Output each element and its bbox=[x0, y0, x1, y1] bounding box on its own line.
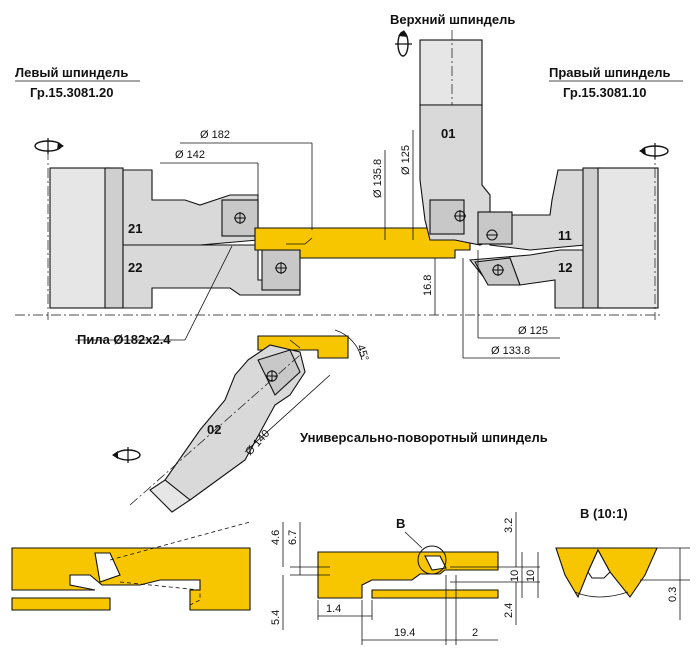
universal-rotation-icon bbox=[112, 447, 141, 463]
dim-4-6: 4.6 bbox=[270, 522, 284, 567]
svg-text:19.4: 19.4 bbox=[394, 627, 415, 639]
tool-11-number: 11 bbox=[558, 228, 572, 243]
universal-workpiece bbox=[257, 335, 349, 359]
svg-text:Ø 135.8: Ø 135.8 bbox=[372, 159, 384, 198]
tool-11: 11 bbox=[477, 169, 586, 251]
dim-10a: 10 bbox=[509, 552, 523, 598]
dim-1-4: 1.4 bbox=[317, 600, 373, 620]
saw-callout: Пила Ø182x2.4 bbox=[75, 245, 233, 347]
dim-d16-8: 16.8 bbox=[422, 258, 436, 315]
svg-text:Ø 125: Ø 125 bbox=[400, 145, 412, 175]
top-spindle-label: Верхний шпиндель bbox=[390, 12, 515, 27]
svg-text:4.6: 4.6 bbox=[270, 530, 282, 545]
detail-title: B (10:1) bbox=[580, 506, 628, 521]
dim-d142: Ø 142 bbox=[160, 149, 259, 200]
left-spindle-label: Левый шпиндель bbox=[15, 65, 128, 80]
right-group-label: Гр.15.3081.10 bbox=[563, 85, 647, 100]
dim-d133-8: Ø 133.8 bbox=[462, 258, 560, 359]
dim-angle45: 45° bbox=[334, 329, 371, 363]
svg-text:Ø 142: Ø 142 bbox=[175, 149, 205, 161]
svg-text:2: 2 bbox=[472, 627, 478, 639]
top-spindle bbox=[419, 30, 483, 240]
saw-label: Пила Ø182x2.4 bbox=[77, 332, 171, 347]
dim-2: 2 bbox=[446, 575, 498, 645]
dim-d125-top: Ø 125 bbox=[400, 130, 414, 240]
svg-text:Ø 125: Ø 125 bbox=[518, 325, 548, 337]
dim-3-2: 3.2 bbox=[503, 512, 517, 567]
tool-22: 22 bbox=[122, 244, 301, 309]
svg-text:5.4: 5.4 bbox=[270, 610, 282, 625]
dim-19-4: 19.4 bbox=[361, 575, 447, 645]
profile-center bbox=[290, 551, 540, 599]
left-rotation-icon bbox=[34, 138, 64, 154]
detail-b-callout: B bbox=[396, 516, 447, 575]
svg-text:2.4: 2.4 bbox=[503, 603, 515, 618]
tool-21: 21 bbox=[122, 169, 259, 246]
svg-text:3.2: 3.2 bbox=[503, 518, 515, 533]
joint-left-piece bbox=[11, 521, 251, 611]
svg-text:B: B bbox=[396, 516, 405, 531]
left-spindle bbox=[47, 150, 124, 320]
right-rotation-icon bbox=[639, 143, 669, 159]
tool-21-number: 21 bbox=[128, 221, 142, 236]
tool-01-number: 01 bbox=[441, 126, 455, 141]
dim-d135-8: Ø 135.8 bbox=[372, 150, 386, 240]
svg-text:10: 10 bbox=[525, 570, 537, 582]
dim-d182: Ø 182 bbox=[180, 129, 313, 230]
svg-text:45°: 45° bbox=[354, 343, 371, 363]
svg-text:6.7: 6.7 bbox=[287, 530, 299, 545]
dim-6-7: 6.7 bbox=[287, 522, 301, 575]
right-spindle bbox=[582, 150, 659, 320]
universal-centerline bbox=[129, 354, 301, 506]
dim-5-4: 5.4 bbox=[270, 575, 284, 630]
svg-text:10: 10 bbox=[509, 570, 521, 582]
dim-2-4: 2.4 bbox=[503, 582, 517, 625]
universal-spindle-label: Универсально-поворотный шпиндель bbox=[300, 430, 548, 445]
dim-d125-right: Ø 125 bbox=[477, 250, 560, 339]
tool-12-number: 12 bbox=[558, 260, 572, 275]
svg-text:Ø 182: Ø 182 bbox=[200, 129, 230, 141]
top-rotation-icon bbox=[395, 30, 412, 57]
dim-10b: 10 bbox=[525, 552, 539, 598]
svg-text:16.8: 16.8 bbox=[422, 275, 434, 296]
tool-12: 12 bbox=[468, 249, 586, 309]
svg-text:Ø 133.8: Ø 133.8 bbox=[491, 345, 530, 357]
dim-0-3: 0.3 bbox=[667, 548, 681, 620]
tool-01: 01 bbox=[419, 104, 516, 246]
detail-b-view bbox=[555, 547, 690, 599]
tool-02: 02 bbox=[149, 344, 306, 513]
tool-02-number: 02 bbox=[207, 422, 221, 437]
svg-text:0.3: 0.3 bbox=[667, 587, 679, 602]
svg-text:1.4: 1.4 bbox=[326, 603, 341, 615]
tool-22-number: 22 bbox=[128, 260, 142, 275]
left-group-label: Гр.15.3081.20 bbox=[30, 85, 114, 100]
right-spindle-label: Правый шпиндель bbox=[549, 65, 670, 80]
